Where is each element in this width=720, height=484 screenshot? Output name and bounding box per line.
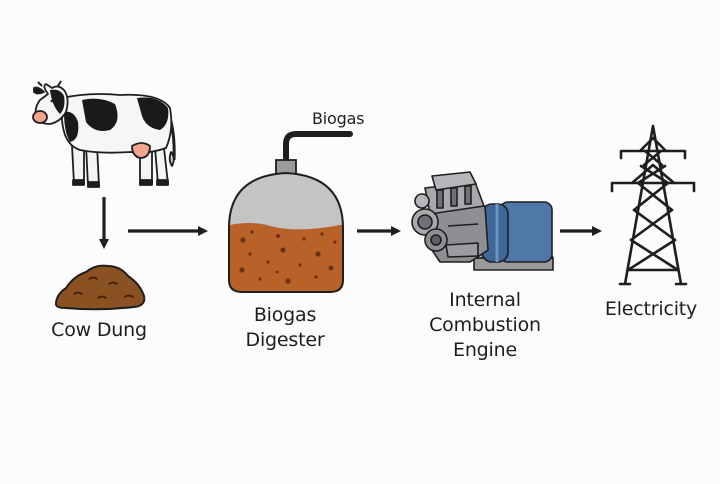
engine-generator-icon	[411, 171, 554, 271]
cow-icon	[32, 80, 176, 188]
label-line: Internal	[449, 289, 521, 311]
label-line: Engine	[453, 339, 517, 361]
biogas-digester-label: Biogas Digester	[215, 303, 355, 353]
biogas-pipe-label: Biogas	[312, 109, 365, 128]
dung-pile-icon	[54, 264, 146, 311]
electricity-label: Electricity	[604, 298, 698, 320]
digester-tank-icon	[228, 131, 353, 293]
label-line: Combustion	[429, 314, 541, 336]
label-line: Biogas	[253, 304, 317, 326]
internal-combustion-engine-label: Internal Combustion Engine	[405, 288, 565, 363]
cow-dung-label: Cow Dung	[51, 319, 147, 341]
transmission-tower-icon	[610, 124, 696, 286]
label-line: Digester	[245, 329, 325, 351]
biogas-pipe	[283, 131, 353, 165]
